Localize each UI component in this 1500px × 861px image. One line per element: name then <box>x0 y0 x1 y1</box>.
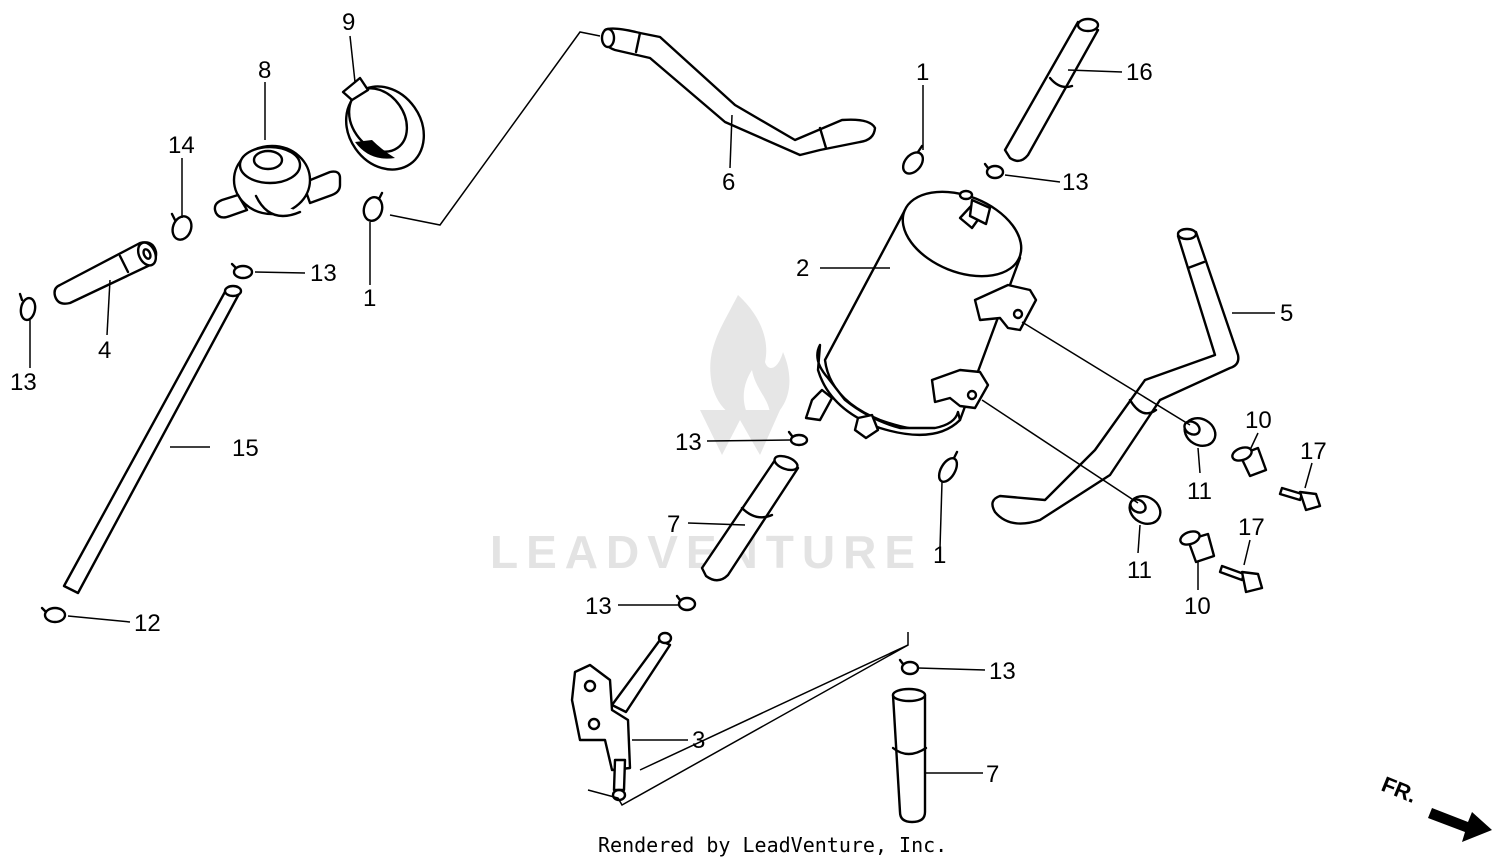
callout-9: 9 <box>342 9 355 36</box>
part-17-bolt-b <box>1218 564 1264 594</box>
part-10-collar-a <box>1231 446 1268 478</box>
part-16-tube <box>1003 17 1100 163</box>
callout-13-bottom: 13 <box>989 658 1016 685</box>
callout-5: 5 <box>1280 300 1293 327</box>
callout-2: 2 <box>796 255 809 282</box>
part-15-hose <box>62 284 243 595</box>
watermark-logo <box>700 295 790 455</box>
part-8-valve <box>213 144 342 219</box>
callout-11-lower: 11 <box>1127 557 1152 584</box>
part-1-clip-c <box>937 450 959 483</box>
part-5-pipe <box>991 227 1240 525</box>
part-13-clip-top <box>983 162 1005 180</box>
part-4-tube <box>53 241 158 305</box>
part-7-connector-a <box>700 454 800 582</box>
callout-7-upper: 7 <box>667 511 680 538</box>
part-12-clip <box>40 606 67 624</box>
part-1-clip-a <box>362 191 384 223</box>
part-1-clip-b <box>901 144 925 175</box>
callout-1-top: 1 <box>916 59 929 86</box>
part-17-bolt-a <box>1278 486 1322 512</box>
callout-12: 12 <box>134 610 161 637</box>
callout-8: 8 <box>258 57 271 84</box>
part-9-collar <box>341 76 426 171</box>
callout-15: 15 <box>232 435 259 462</box>
callout-13-left: 13 <box>10 369 37 396</box>
part-3-bracket <box>570 631 673 802</box>
part-11-grommet-b <box>1128 494 1162 526</box>
callout-1-mid: 1 <box>933 542 946 569</box>
callout-17-lower: 17 <box>1238 514 1265 541</box>
callout-3: 3 <box>692 727 705 754</box>
part-13-clip-lower <box>675 594 697 612</box>
callout-6: 6 <box>722 169 735 196</box>
part-2-canister <box>804 189 1038 440</box>
part-13-clip-left <box>18 292 37 322</box>
front-label: FR. <box>1378 771 1420 807</box>
callout-10-lower: 10 <box>1184 593 1211 620</box>
callout-1-left: 1 <box>363 285 376 312</box>
part-11-grommet-a <box>1183 416 1217 448</box>
callout-17-upper: 17 <box>1300 438 1327 465</box>
callout-13-top: 13 <box>1062 169 1089 196</box>
callout-11-upper: 11 <box>1187 478 1212 505</box>
part-13-clip-mid <box>787 430 809 447</box>
callout-13-upper: 13 <box>310 260 337 287</box>
front-direction-arrow: FR. <box>1378 771 1492 842</box>
callout-14: 14 <box>168 132 195 159</box>
part-13-clip-bottom <box>898 658 920 676</box>
part-7-connector-b <box>891 687 928 824</box>
part-14-clip <box>170 212 193 241</box>
callout-10-upper: 10 <box>1245 407 1272 434</box>
part-10-collar-b <box>1179 530 1216 564</box>
part-13-clip-upper <box>230 262 254 280</box>
part-6-pipe <box>600 27 877 157</box>
callout-13-mid: 13 <box>675 429 702 456</box>
callout-7-lower: 7 <box>986 761 999 788</box>
callout-4: 4 <box>98 337 111 364</box>
credit-text: Rendered by LeadVenture, Inc. <box>598 833 947 857</box>
leader-lines <box>29 31 1313 807</box>
callout-13-lower: 13 <box>585 593 612 620</box>
callout-16: 16 <box>1126 59 1153 86</box>
callout-numbers: 9 8 14 13 13 4 1 6 15 12 1 16 13 2 5 10 … <box>10 9 1327 788</box>
